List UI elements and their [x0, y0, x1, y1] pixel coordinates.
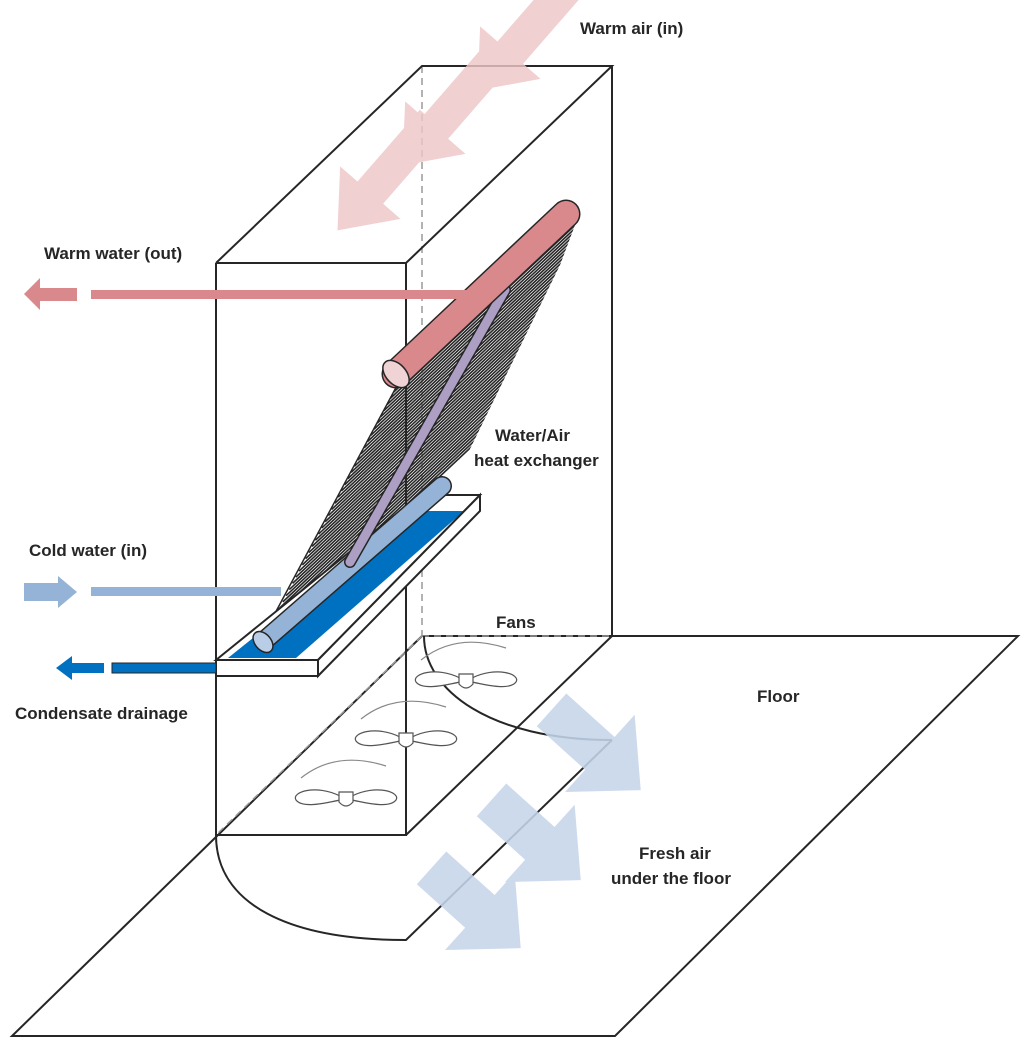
warm-water-out-flow — [24, 278, 473, 310]
fans — [294, 641, 518, 807]
heat-exchanger-fin — [344, 225, 575, 486]
heat-exchanger-label-line2: heat exchanger — [474, 451, 599, 470]
fresh-air-label-line2: under the floor — [611, 869, 731, 888]
heat-exchanger-fins — [259, 225, 575, 645]
heat-exchanger-fin — [379, 225, 575, 418]
fan-middle — [354, 700, 458, 748]
heat-exchanger-fin — [370, 225, 575, 437]
fans-label: Fans — [496, 613, 536, 632]
heat-exchanger-fin — [357, 225, 575, 461]
warm-air-in-label: Warm air (in) — [580, 19, 683, 38]
heat-exchanger-fin — [324, 225, 575, 523]
heat-exchanger-fin — [347, 225, 575, 480]
heat-exchanger-fin — [363, 225, 575, 449]
warm-water-manifold — [381, 199, 581, 389]
fan-top — [414, 641, 518, 689]
cold-water-in-label: Cold water (in) — [29, 541, 147, 560]
fan-bottom — [294, 759, 398, 807]
warm-air-arrows — [337, 0, 586, 231]
heat-exchanger-fin — [334, 225, 575, 504]
riser-pipe — [344, 284, 511, 568]
heat-exchanger-fin — [314, 239, 575, 541]
heat-exchanger-fin — [373, 225, 575, 430]
heat-exchanger-label-line1: Water/Air — [495, 426, 570, 445]
heat-exchanger-fin — [340, 225, 575, 492]
heat-exchanger-fin — [321, 227, 575, 529]
condensate-drainage-label: Condensate drainage — [15, 704, 188, 723]
front-door-swing-arc — [215, 739, 613, 942]
heat-exchanger-fin — [353, 225, 575, 467]
heat-exchanger-edge — [257, 379, 401, 646]
condensate-drain-flow — [56, 656, 217, 680]
warm-water-out-label: Warm water (out) — [44, 244, 182, 263]
heat-exchanger-fin — [331, 225, 575, 511]
floor-plane — [9, 635, 1021, 1037]
heat-exchanger-fin — [337, 225, 575, 498]
heat-exchanger-fin — [308, 251, 575, 554]
heat-exchanger-fin — [318, 233, 575, 535]
heat-exchanger-fin — [366, 225, 575, 443]
fresh-air-label-line1: Fresh air — [639, 844, 711, 863]
heat-exchanger-fin — [383, 225, 575, 412]
heat-exchanger-fin — [360, 225, 575, 455]
fresh-air-arrows — [416, 693, 641, 951]
cold-water-in-flow — [24, 576, 281, 608]
heat-exchanger-fin — [311, 245, 575, 547]
floor-label: Floor — [757, 687, 800, 706]
heat-exchanger-fin — [376, 225, 575, 424]
heat-exchanger-fin — [327, 225, 575, 517]
heat-exchanger-fin — [386, 225, 575, 406]
heat-exchanger-fin — [350, 225, 575, 474]
